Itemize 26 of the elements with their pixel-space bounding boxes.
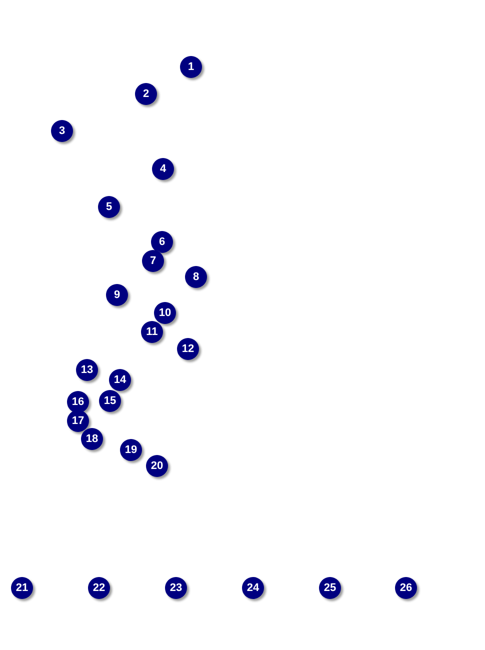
- callout-number: 25: [319, 577, 341, 599]
- callout-number: 24: [242, 577, 264, 599]
- callout-number: 19: [120, 439, 142, 461]
- callout-number: 3: [51, 120, 73, 142]
- callout-number: 6: [151, 231, 173, 253]
- callout-number: 13: [76, 359, 98, 381]
- callout-number: 18: [81, 428, 103, 450]
- callout-number: 2: [135, 83, 157, 105]
- callout-number: 17: [67, 410, 89, 432]
- callout-number: 9: [106, 284, 128, 306]
- callout-number: 26: [395, 577, 417, 599]
- callout-number: 12: [177, 338, 199, 360]
- callout-number: 11: [141, 321, 163, 343]
- callout-number: 21: [11, 577, 33, 599]
- callout-number: 22: [88, 577, 110, 599]
- callout-number: 10: [154, 302, 176, 324]
- callout-number: 4: [152, 158, 174, 180]
- callout-number: 16: [67, 391, 89, 413]
- callout-number: 1: [180, 56, 202, 78]
- callout-number: 14: [109, 369, 131, 391]
- callout-number: 7: [142, 250, 164, 272]
- callout-number: 15: [99, 390, 121, 412]
- callout-number: 20: [146, 455, 168, 477]
- callout-number: 23: [165, 577, 187, 599]
- callout-number: 8: [185, 266, 207, 288]
- callout-number: 5: [98, 196, 120, 218]
